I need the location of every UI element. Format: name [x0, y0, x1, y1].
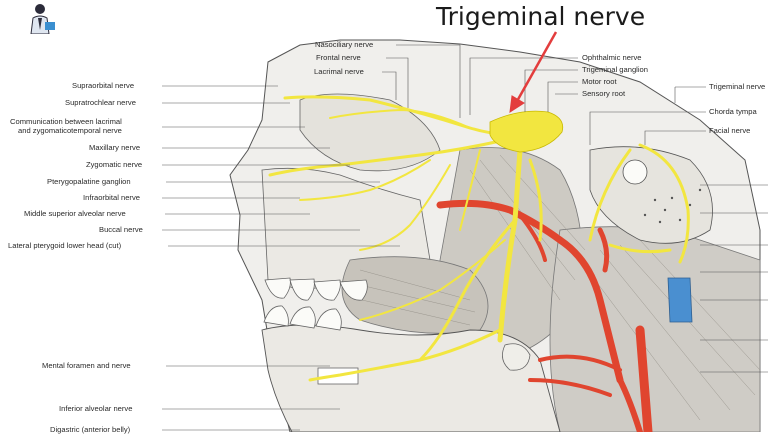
upper-teeth	[264, 277, 368, 301]
orbit	[299, 93, 441, 172]
tympanic-ring	[622, 159, 648, 185]
facial-nerve	[588, 143, 690, 264]
label-lacrimal-nerve: Lacrimal nerve	[314, 67, 364, 76]
lower-teeth	[263, 305, 342, 331]
label-nasociliary-nerve: Nasociliary nerve	[315, 40, 374, 49]
mandible	[261, 324, 561, 433]
label-pterygopalatine-ganglion: Pterygopalatine ganglion	[47, 177, 131, 186]
leader-lines-top	[382, 44, 461, 118]
label-digastric: Digastric (anterior belly)	[50, 425, 131, 434]
label-ophthalmic-nerve: Ophthalmic nerve	[582, 53, 642, 62]
label-chorda-tympani: Chorda tympa	[709, 107, 757, 116]
label-trigeminal-ganglion: Trigeminal ganglion	[582, 65, 648, 74]
person-avatar-icon	[20, 0, 60, 34]
trigeminal-nerve-branches	[268, 95, 543, 382]
diagram-title: Trigeminal nerve	[436, 2, 646, 31]
label-inferior-alveolar-nerve: Inferior alveolar nerve	[59, 404, 133, 413]
label-supraorbital-nerve: Supraorbital nerve	[72, 81, 135, 90]
pointer-arrow	[509, 31, 558, 113]
label-middle-superior-alveolar-nerve: Middle superior alveolar nerve	[24, 209, 126, 218]
label-trigeminal-nerve: Trigeminal nerve	[709, 82, 766, 91]
trigeminal-ganglion	[489, 110, 564, 153]
bone-speckles	[643, 188, 702, 224]
label-communication-line2: and zygomaticotemporal nerve	[18, 126, 122, 135]
label-frontal-nerve: Frontal nerve	[316, 53, 361, 62]
label-zygomatic-nerve: Zygomatic nerve	[86, 160, 143, 169]
label-sensory-root: Sensory root	[582, 89, 626, 98]
label-lateral-pterygoid: Lateral pterygoid lower head (cut)	[8, 241, 122, 250]
label-facial-nerve: Facial nerve	[709, 126, 751, 135]
arteries	[436, 199, 653, 437]
label-infraorbital-nerve: Infraorbital nerve	[83, 193, 140, 202]
label-communication-line1: Communication between lacrimal	[10, 117, 122, 126]
leader-lines-left	[162, 85, 400, 431]
label-maxillary-nerve: Maxillary nerve	[89, 143, 141, 152]
label-supratrochlear-nerve: Supratrochlear nerve	[65, 98, 136, 107]
label-mental-foramen: Mental foramen and nerve	[42, 361, 131, 370]
label-motor-root: Motor root	[582, 77, 617, 86]
internal-jugular-vein	[667, 277, 693, 323]
label-buccal-nerve: Buccal nerve	[99, 225, 143, 234]
otic-ganglion	[502, 343, 531, 371]
